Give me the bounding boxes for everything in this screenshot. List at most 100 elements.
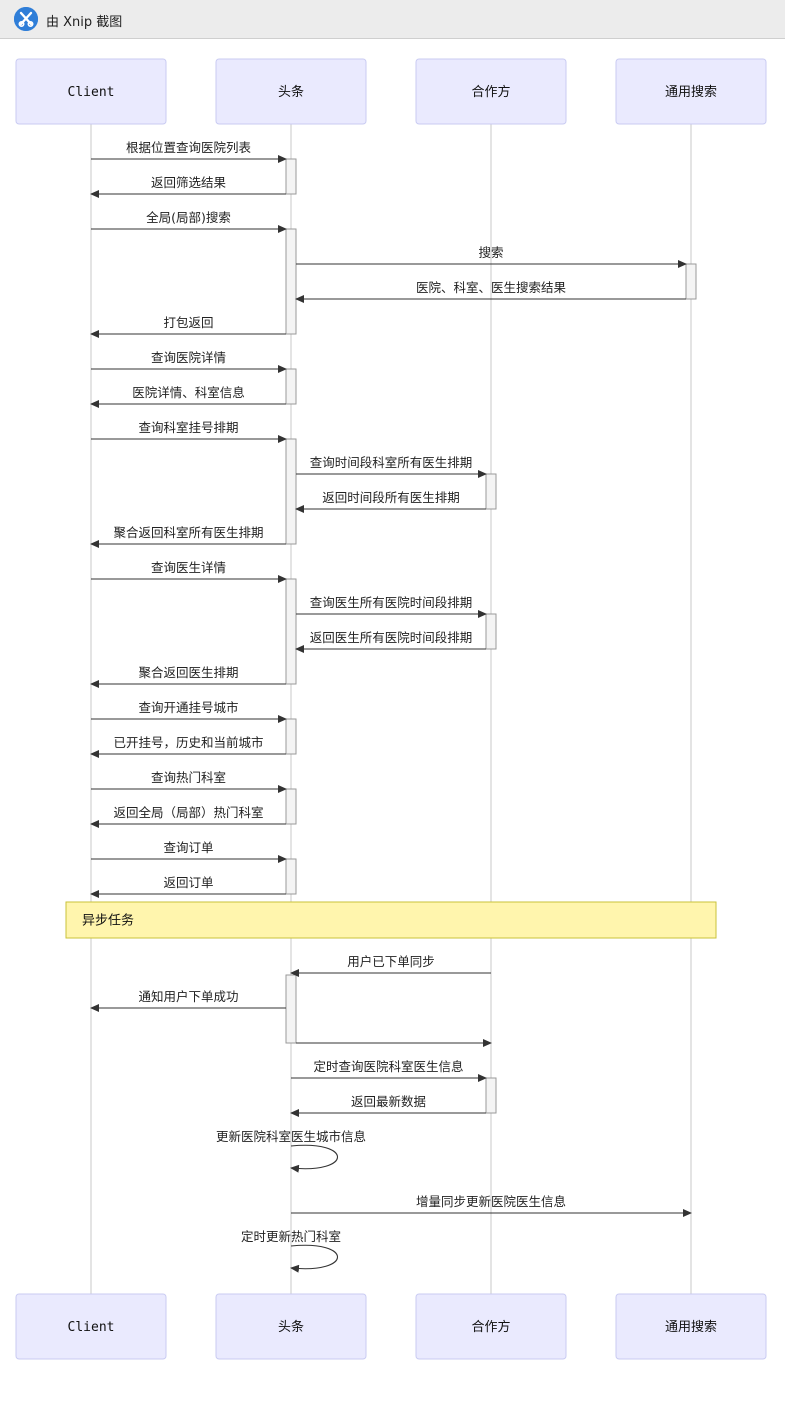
message-label: 返回时间段所有医生排期 bbox=[322, 490, 460, 505]
message-5: 医院、科室、医生搜索结果 bbox=[295, 280, 686, 303]
message-label: 用户已下单同步 bbox=[347, 954, 435, 969]
activation-bar-toutiao bbox=[285, 858, 297, 895]
message-6: 打包返回 bbox=[90, 315, 286, 338]
actor-box bbox=[215, 58, 367, 125]
message-label: 查询科室挂号排期 bbox=[138, 420, 238, 435]
activation-bar-toutiao bbox=[285, 788, 297, 825]
self-message-arrow bbox=[290, 1144, 338, 1173]
actor-bottom-search: 通用搜索 bbox=[615, 1293, 767, 1360]
activation-bar-toutiao bbox=[285, 578, 297, 685]
message-11: 返回时间段所有医生排期 bbox=[295, 490, 486, 513]
message-4: 搜索 bbox=[296, 245, 687, 268]
actor-bottom-partner: 合作方 bbox=[415, 1293, 567, 1360]
message-16: 聚合返回医生排期 bbox=[90, 665, 286, 688]
message-21: 查询订单 bbox=[91, 840, 287, 863]
actor-top-toutiao: 头条 bbox=[215, 58, 367, 125]
message-label: 更新医院科室医生城市信息 bbox=[216, 1129, 366, 1144]
window-title: 由 Xnip 截图 bbox=[46, 15, 123, 30]
message-label: 通知用户下单成功 bbox=[138, 989, 238, 1004]
message-1: 根据位置查询医院列表 bbox=[91, 140, 287, 163]
message-label: 查询热门科室 bbox=[151, 770, 226, 785]
message-label: 全局(局部)搜索 bbox=[146, 210, 231, 225]
message-label: 返回全局（局部）热门科室 bbox=[113, 805, 263, 820]
message-label: 查询时间段科室所有医生排期 bbox=[310, 455, 473, 470]
actor-box bbox=[615, 1293, 767, 1360]
message-label: 查询医院详情 bbox=[151, 350, 226, 365]
message-29: 增量同步更新医院医生信息 bbox=[291, 1194, 692, 1217]
message-label: 定时查询医院科室医生信息 bbox=[313, 1059, 463, 1074]
actor-top-client: Client bbox=[15, 58, 167, 125]
window-titlebar: 由 Xnip 截图 bbox=[0, 0, 785, 39]
message-14: 查询医生所有医院时间段排期 bbox=[296, 595, 487, 618]
message-17: 查询开通挂号城市 bbox=[91, 700, 287, 723]
message-label: 根据位置查询医院列表 bbox=[126, 140, 252, 155]
message-24: 通知用户下单成功 bbox=[90, 989, 286, 1012]
message-label: 增量同步更新医院医生信息 bbox=[416, 1194, 566, 1209]
message-30: 定时更新热门科室 bbox=[241, 1229, 341, 1273]
message-label: 查询医生所有医院时间段排期 bbox=[310, 595, 473, 610]
actor-label: 合作方 bbox=[471, 84, 510, 100]
actor-bottom-toutiao: 头条 bbox=[215, 1293, 367, 1360]
message-28: 更新医院科室医生城市信息 bbox=[216, 1129, 366, 1173]
message-label: 聚合返回医生排期 bbox=[138, 665, 238, 680]
actor-label: Client bbox=[68, 1320, 115, 1335]
message-26: 定时查询医院科室医生信息 bbox=[291, 1059, 487, 1082]
message-10: 查询时间段科室所有医生排期 bbox=[296, 455, 487, 478]
actor-top-partner: 合作方 bbox=[415, 58, 567, 125]
message-18: 已开挂号，历史和当前城市 bbox=[90, 735, 286, 758]
message-label: 定时更新热门科室 bbox=[241, 1229, 341, 1244]
actor-label: Client bbox=[68, 85, 115, 100]
self-message-arrow bbox=[290, 1244, 338, 1273]
message-3: 全局(局部)搜索 bbox=[91, 210, 287, 233]
message-label: 返回筛选结果 bbox=[151, 175, 227, 190]
message-label: 聚合返回科室所有医生排期 bbox=[113, 525, 263, 540]
note-label: 异步任务 bbox=[82, 913, 134, 929]
message-label: 返回最新数据 bbox=[351, 1094, 426, 1109]
message-27: 返回最新数据 bbox=[290, 1094, 486, 1117]
activation-bar-toutiao bbox=[285, 438, 297, 545]
scissors-icon bbox=[14, 7, 38, 31]
activation-bar-search bbox=[685, 263, 697, 300]
message-label: 已开挂号，历史和当前城市 bbox=[113, 735, 263, 750]
message-2: 返回筛选结果 bbox=[90, 175, 286, 198]
message-label: 打包返回 bbox=[163, 315, 213, 330]
message-label: 查询医生详情 bbox=[151, 560, 226, 575]
activation-bar-partner bbox=[485, 1077, 497, 1114]
message-label: 医院、科室、医生搜索结果 bbox=[416, 280, 567, 295]
actor-bottom-client: Client bbox=[15, 1293, 167, 1360]
message-label: 返回订单 bbox=[163, 875, 213, 890]
actor-box bbox=[15, 58, 167, 125]
message-8: 医院详情、科室信息 bbox=[90, 385, 286, 408]
activation-bar-toutiao bbox=[285, 974, 297, 1044]
message-20: 返回全局（局部）热门科室 bbox=[90, 805, 286, 828]
xnip-app-icon bbox=[14, 7, 38, 31]
actor-top-search: 通用搜索 bbox=[615, 58, 767, 125]
actor-label: 头条 bbox=[278, 84, 304, 100]
actor-label: 通用搜索 bbox=[665, 85, 717, 100]
activation-bar-toutiao bbox=[285, 718, 297, 755]
message-label: 返回医生所有医院时间段排期 bbox=[310, 630, 473, 645]
message-13: 查询医生详情 bbox=[91, 560, 287, 583]
message-label: 查询订单 bbox=[163, 840, 213, 855]
message-9: 查询科室挂号排期 bbox=[91, 420, 287, 443]
message-12: 聚合返回科室所有医生排期 bbox=[90, 525, 286, 548]
message-22: 返回订单 bbox=[90, 875, 286, 898]
message-label: 医院详情、科室信息 bbox=[132, 385, 245, 400]
actor-box bbox=[415, 1293, 567, 1360]
actor-box bbox=[15, 1293, 167, 1360]
actor-box bbox=[215, 1293, 367, 1360]
message-label: 搜索 bbox=[478, 245, 503, 260]
activation-bar-toutiao bbox=[285, 228, 297, 335]
message-7: 查询医院详情 bbox=[91, 350, 287, 373]
actor-label: 合作方 bbox=[471, 1319, 510, 1335]
activation-bar-partner bbox=[485, 613, 497, 650]
activation-bar-toutiao bbox=[285, 368, 297, 405]
message-19: 查询热门科室 bbox=[91, 770, 287, 793]
actor-label: 头条 bbox=[278, 1319, 304, 1335]
message-label: 查询开通挂号城市 bbox=[138, 700, 238, 715]
activation-bar-toutiao bbox=[285, 158, 297, 195]
activation-bar-partner bbox=[485, 473, 497, 510]
actor-box bbox=[615, 58, 767, 125]
note-box bbox=[65, 901, 717, 939]
